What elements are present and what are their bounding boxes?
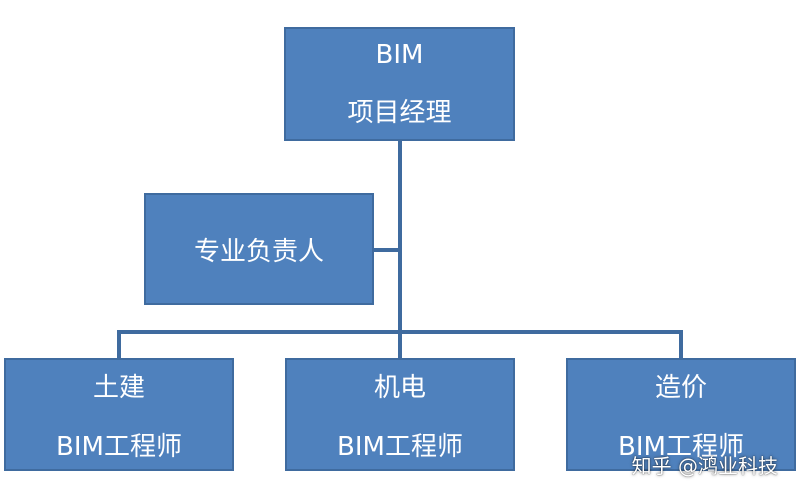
node-bim-project-manager-line1: BIM (375, 39, 424, 70)
watermark-text: 知乎 @鸿业科技 (631, 454, 778, 478)
node-discipline-lead-label: 专业负责人 (193, 236, 324, 267)
node-bim-project-manager: BIM 项目经理 (284, 27, 515, 141)
node-cost-line1: 造价 (654, 372, 707, 403)
node-discipline-lead: 专业负责人 (144, 193, 374, 305)
node-mep-line2: BIM工程师 (337, 431, 463, 462)
side-branch-line (372, 248, 400, 252)
node-bim-project-manager-line2: 项目经理 (347, 97, 452, 128)
node-cost-bim-engineer: 造价 BIM工程师 (566, 358, 796, 471)
drop-line-right (679, 330, 683, 360)
node-mep-bim-engineer: 机电 BIM工程师 (285, 358, 515, 471)
node-civil-line2: BIM工程师 (56, 431, 182, 462)
node-mep-line1: 机电 (373, 372, 426, 403)
node-civil-line1: 土建 (92, 372, 145, 403)
node-civil-bim-engineer: 土建 BIM工程师 (4, 358, 234, 471)
drop-line-center (398, 330, 402, 360)
node-cost-line2: BIM工程师 (618, 431, 744, 462)
drop-line-left (117, 330, 121, 360)
trunk-vertical-line (398, 140, 402, 332)
